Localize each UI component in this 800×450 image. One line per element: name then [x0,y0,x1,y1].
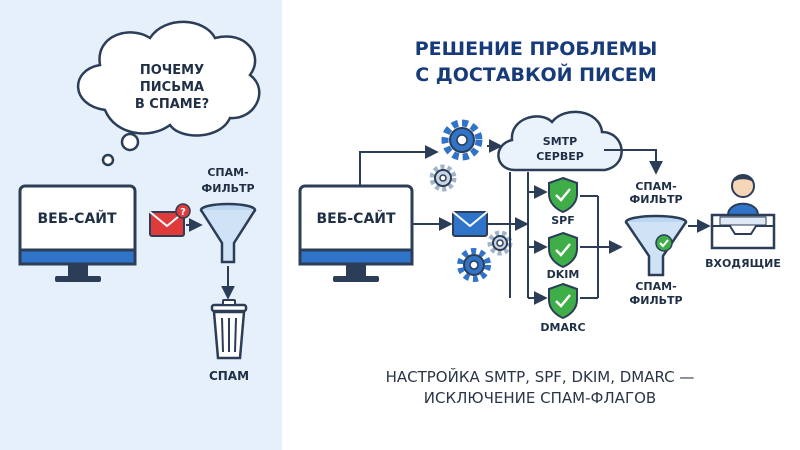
dkim-label: DKIM [547,268,580,281]
subtitle-line-1: НАСТРОЙКА SMTP, SPF, DKIM, DMARC — [386,367,695,386]
filter-top-label-2: ФИЛЬТР [629,193,682,206]
arrow-monitor-to-gears [359,145,439,186]
svg-text:?: ? [180,207,186,218]
inbox-label: ВХОДЯЩИЕ [705,257,781,270]
spam-filter-funnel-left-icon [199,202,257,264]
dmarc-shield-icon [548,282,578,320]
email-envelope-red-icon: ? [149,203,191,237]
filter-label-left-2: ФИЛЬТР [201,182,254,195]
email-envelope-blue-icon [452,211,488,237]
check-badge-icon [655,234,673,252]
smtp-label-2: СЕРВЕР [536,150,584,163]
spam-filter-funnel-right-icon [624,214,688,277]
inbox-tray-icon [710,213,776,250]
website-label-left: ВЕБ-САЙТ [37,210,117,227]
question-badge-icon [175,203,191,219]
title-line-1: РЕШЕНИЕ ПРОБЛЕМЫ [415,38,658,60]
gear-small-icon [429,164,457,192]
website-monitor-left: ВЕБ-САЙТ [18,184,137,282]
dmarc-label: DMARC [540,321,585,334]
filter-bottom-label-1: СПАМ- [635,280,676,293]
spam-trash-icon [210,299,248,360]
gear-bottom-large-icon [457,248,491,282]
gear-large-icon [441,119,483,161]
title-line-2: С ДОСТАВКОЙ ПИСЕМ [415,63,657,86]
thought-line-1: ПОЧЕМУ [140,63,204,78]
filter-bottom-label-2: ФИЛЬТР [629,294,682,307]
filter-top-label-1: СПАМ- [635,180,676,193]
spam-label: СПАМ [209,369,249,383]
smtp-server-cloud: SMTP СЕРВЕР [497,110,623,172]
thought-line-2: ПИСЬМА [140,80,204,95]
website-monitor-right: ВЕБ-САЙТ [298,184,414,282]
gear-bottom-small-icon [487,230,513,256]
thought-cloud: ПОЧЕМУ ПИСЬМА В СПАМЕ? [76,20,261,167]
user-avatar-icon [726,174,760,216]
filter-label-left-1: СПАМ- [207,166,248,179]
subtitle-line-2: ИСКЛЮЧЕНИЕ СПАМ-ФЛАГОВ [424,389,656,407]
spf-shield-icon [548,176,578,214]
thought-line-3: В СПАМЕ? [135,97,209,112]
website-label-right: ВЕБ-САЙТ [316,210,396,227]
smtp-label-1: SMTP [543,135,577,148]
spf-label: SPF [551,214,575,227]
arrow-smtp-to-filter [604,149,663,175]
dkim-shield-icon [548,231,578,269]
